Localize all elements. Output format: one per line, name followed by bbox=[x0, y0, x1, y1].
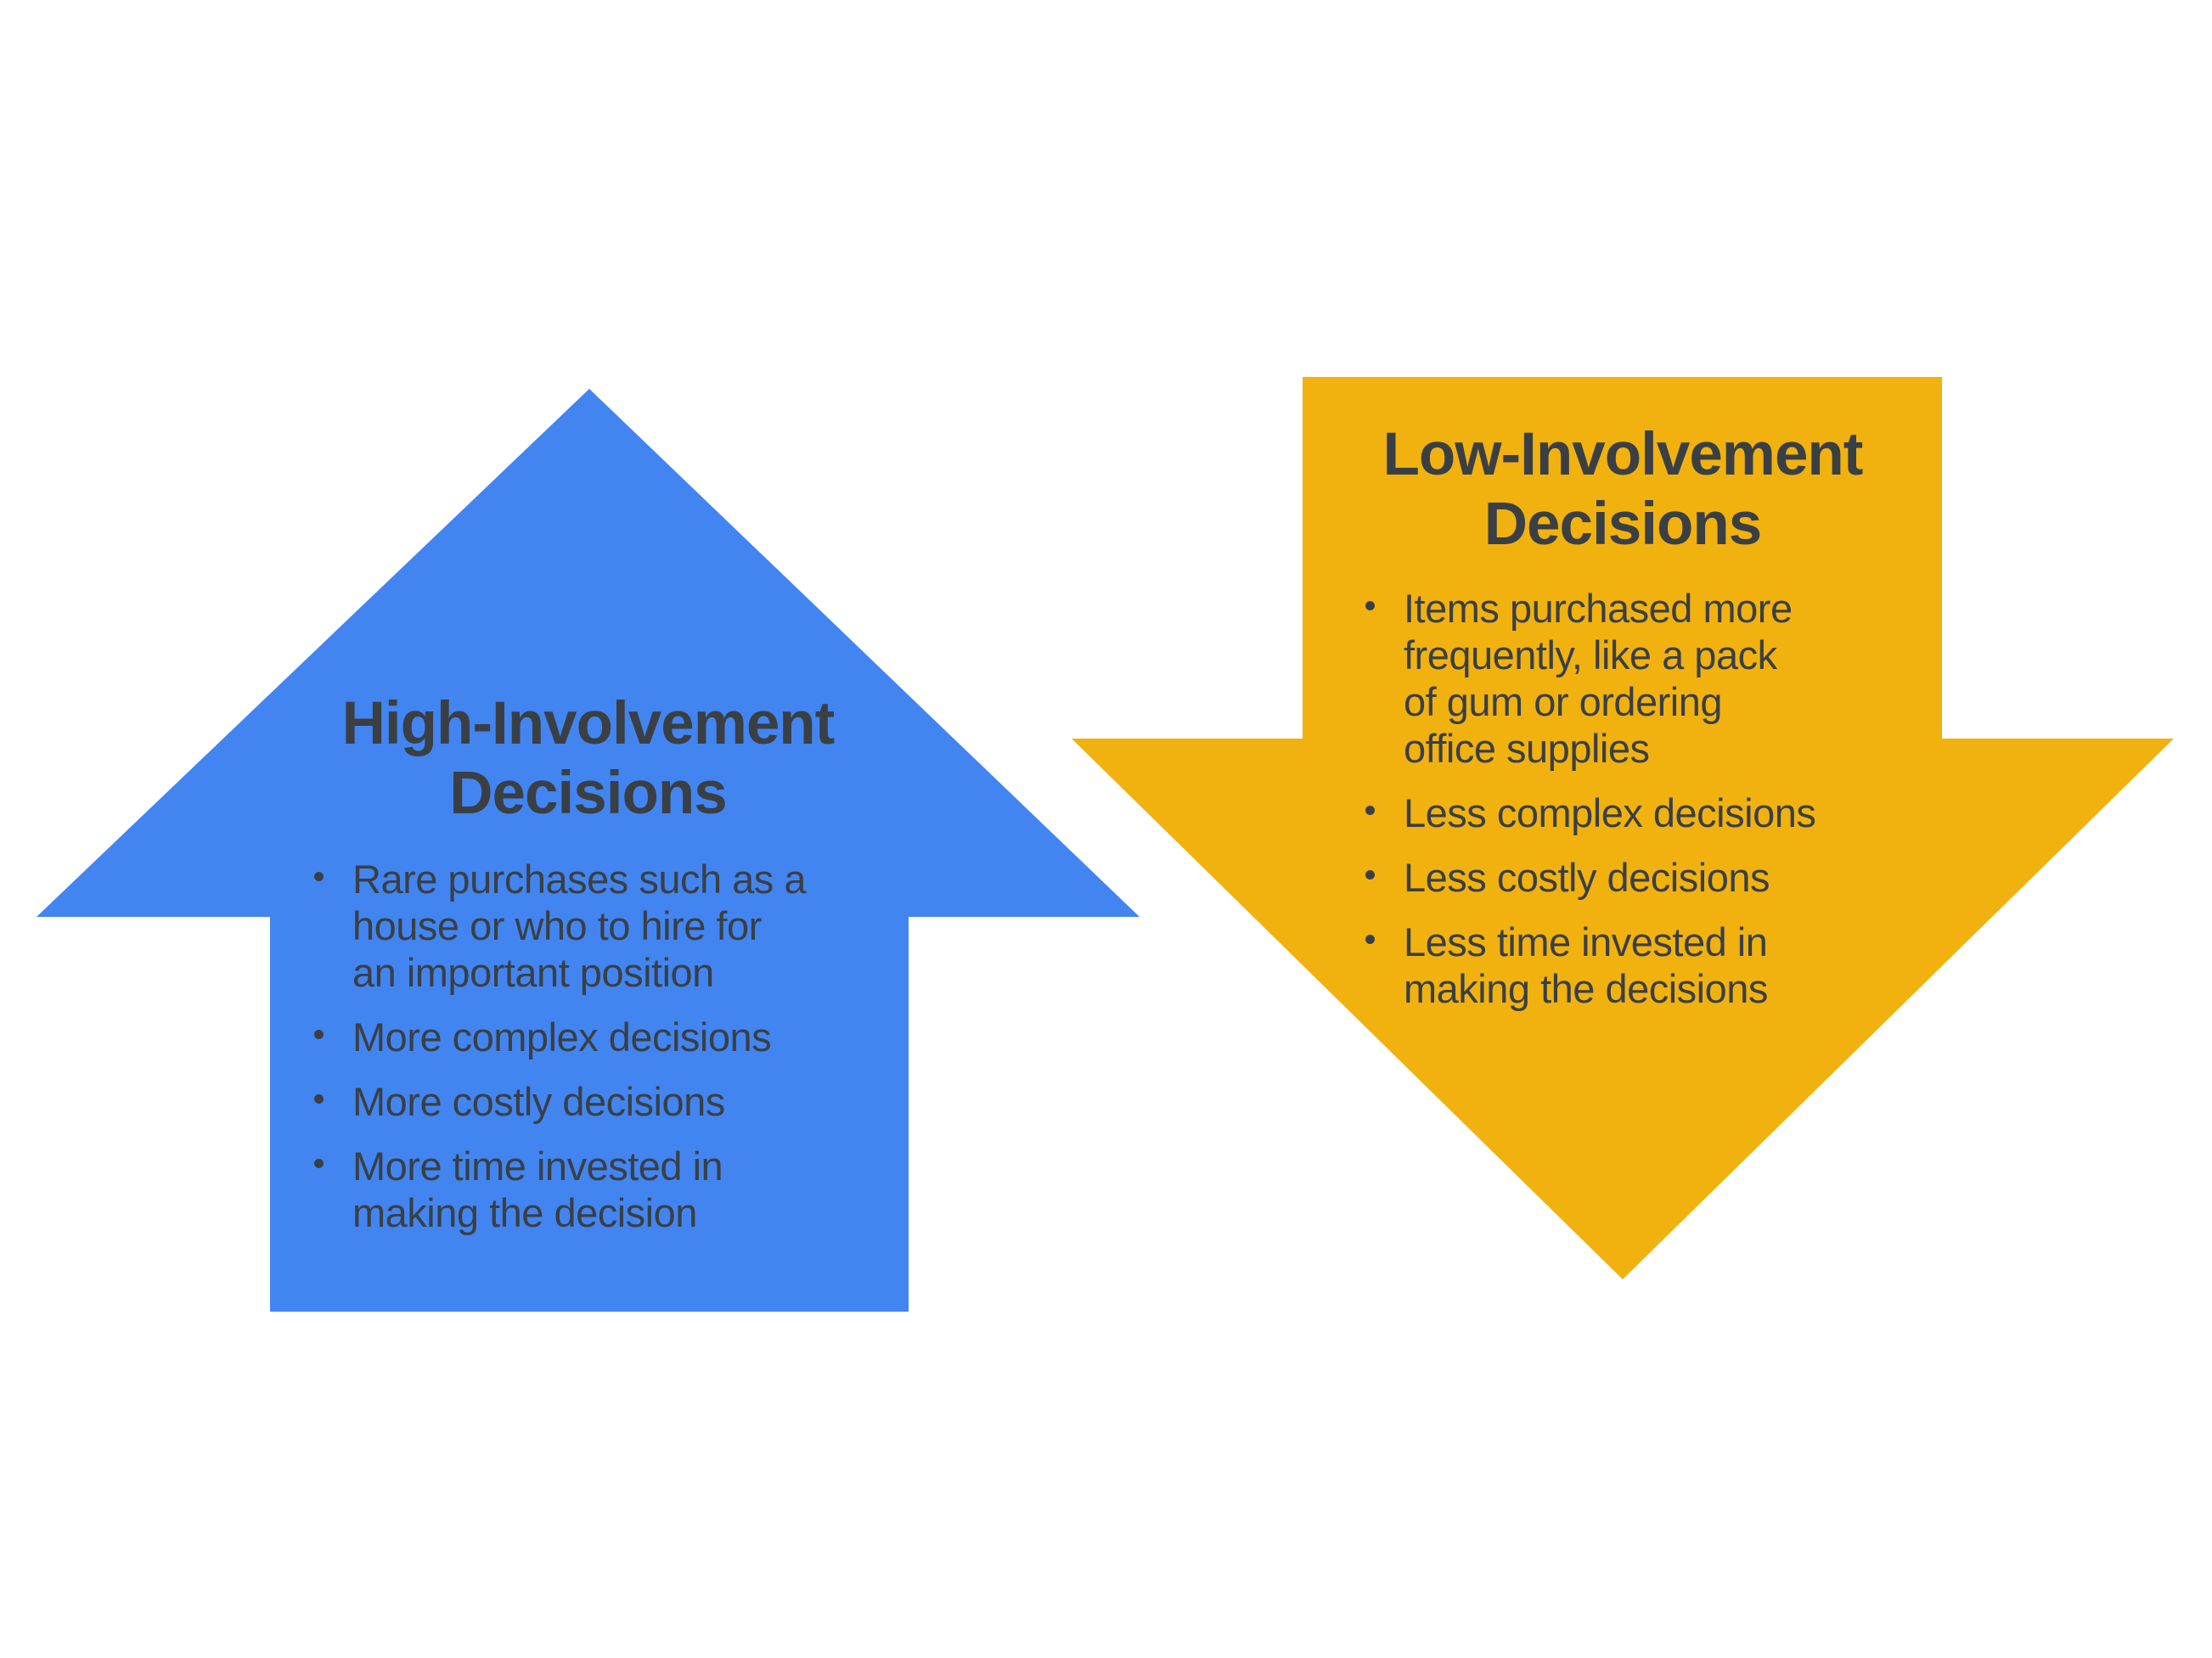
list-item: More time invested in making the decisio… bbox=[314, 1143, 930, 1236]
low-involvement-title: Low-Involvement Decisions bbox=[1382, 421, 1864, 558]
low-involvement-bullet-list: Items purchased more frequently, like a … bbox=[1365, 585, 1956, 1030]
list-item: Less time invested in making the decisio… bbox=[1365, 919, 1956, 1012]
list-item: Less costly decisions bbox=[1365, 854, 1956, 901]
low-involvement-section: Low-Involvement Decisions Items purchase… bbox=[1072, 377, 2174, 1279]
list-item: Less complex decisions bbox=[1365, 790, 1956, 836]
high-involvement-bullet-list: Rare purchases such as a house or who to… bbox=[314, 856, 930, 1254]
list-item: More complex decisions bbox=[314, 1014, 930, 1060]
list-item: Items purchased more frequently, like a … bbox=[1365, 585, 1956, 772]
high-involvement-title: High-Involvement Decisions bbox=[341, 690, 836, 827]
high-involvement-section: High-Involvement Decisions Rare purchase… bbox=[37, 389, 1140, 1312]
list-item: More costly decisions bbox=[314, 1078, 930, 1125]
list-item: Rare purchases such as a house or who to… bbox=[314, 856, 930, 996]
